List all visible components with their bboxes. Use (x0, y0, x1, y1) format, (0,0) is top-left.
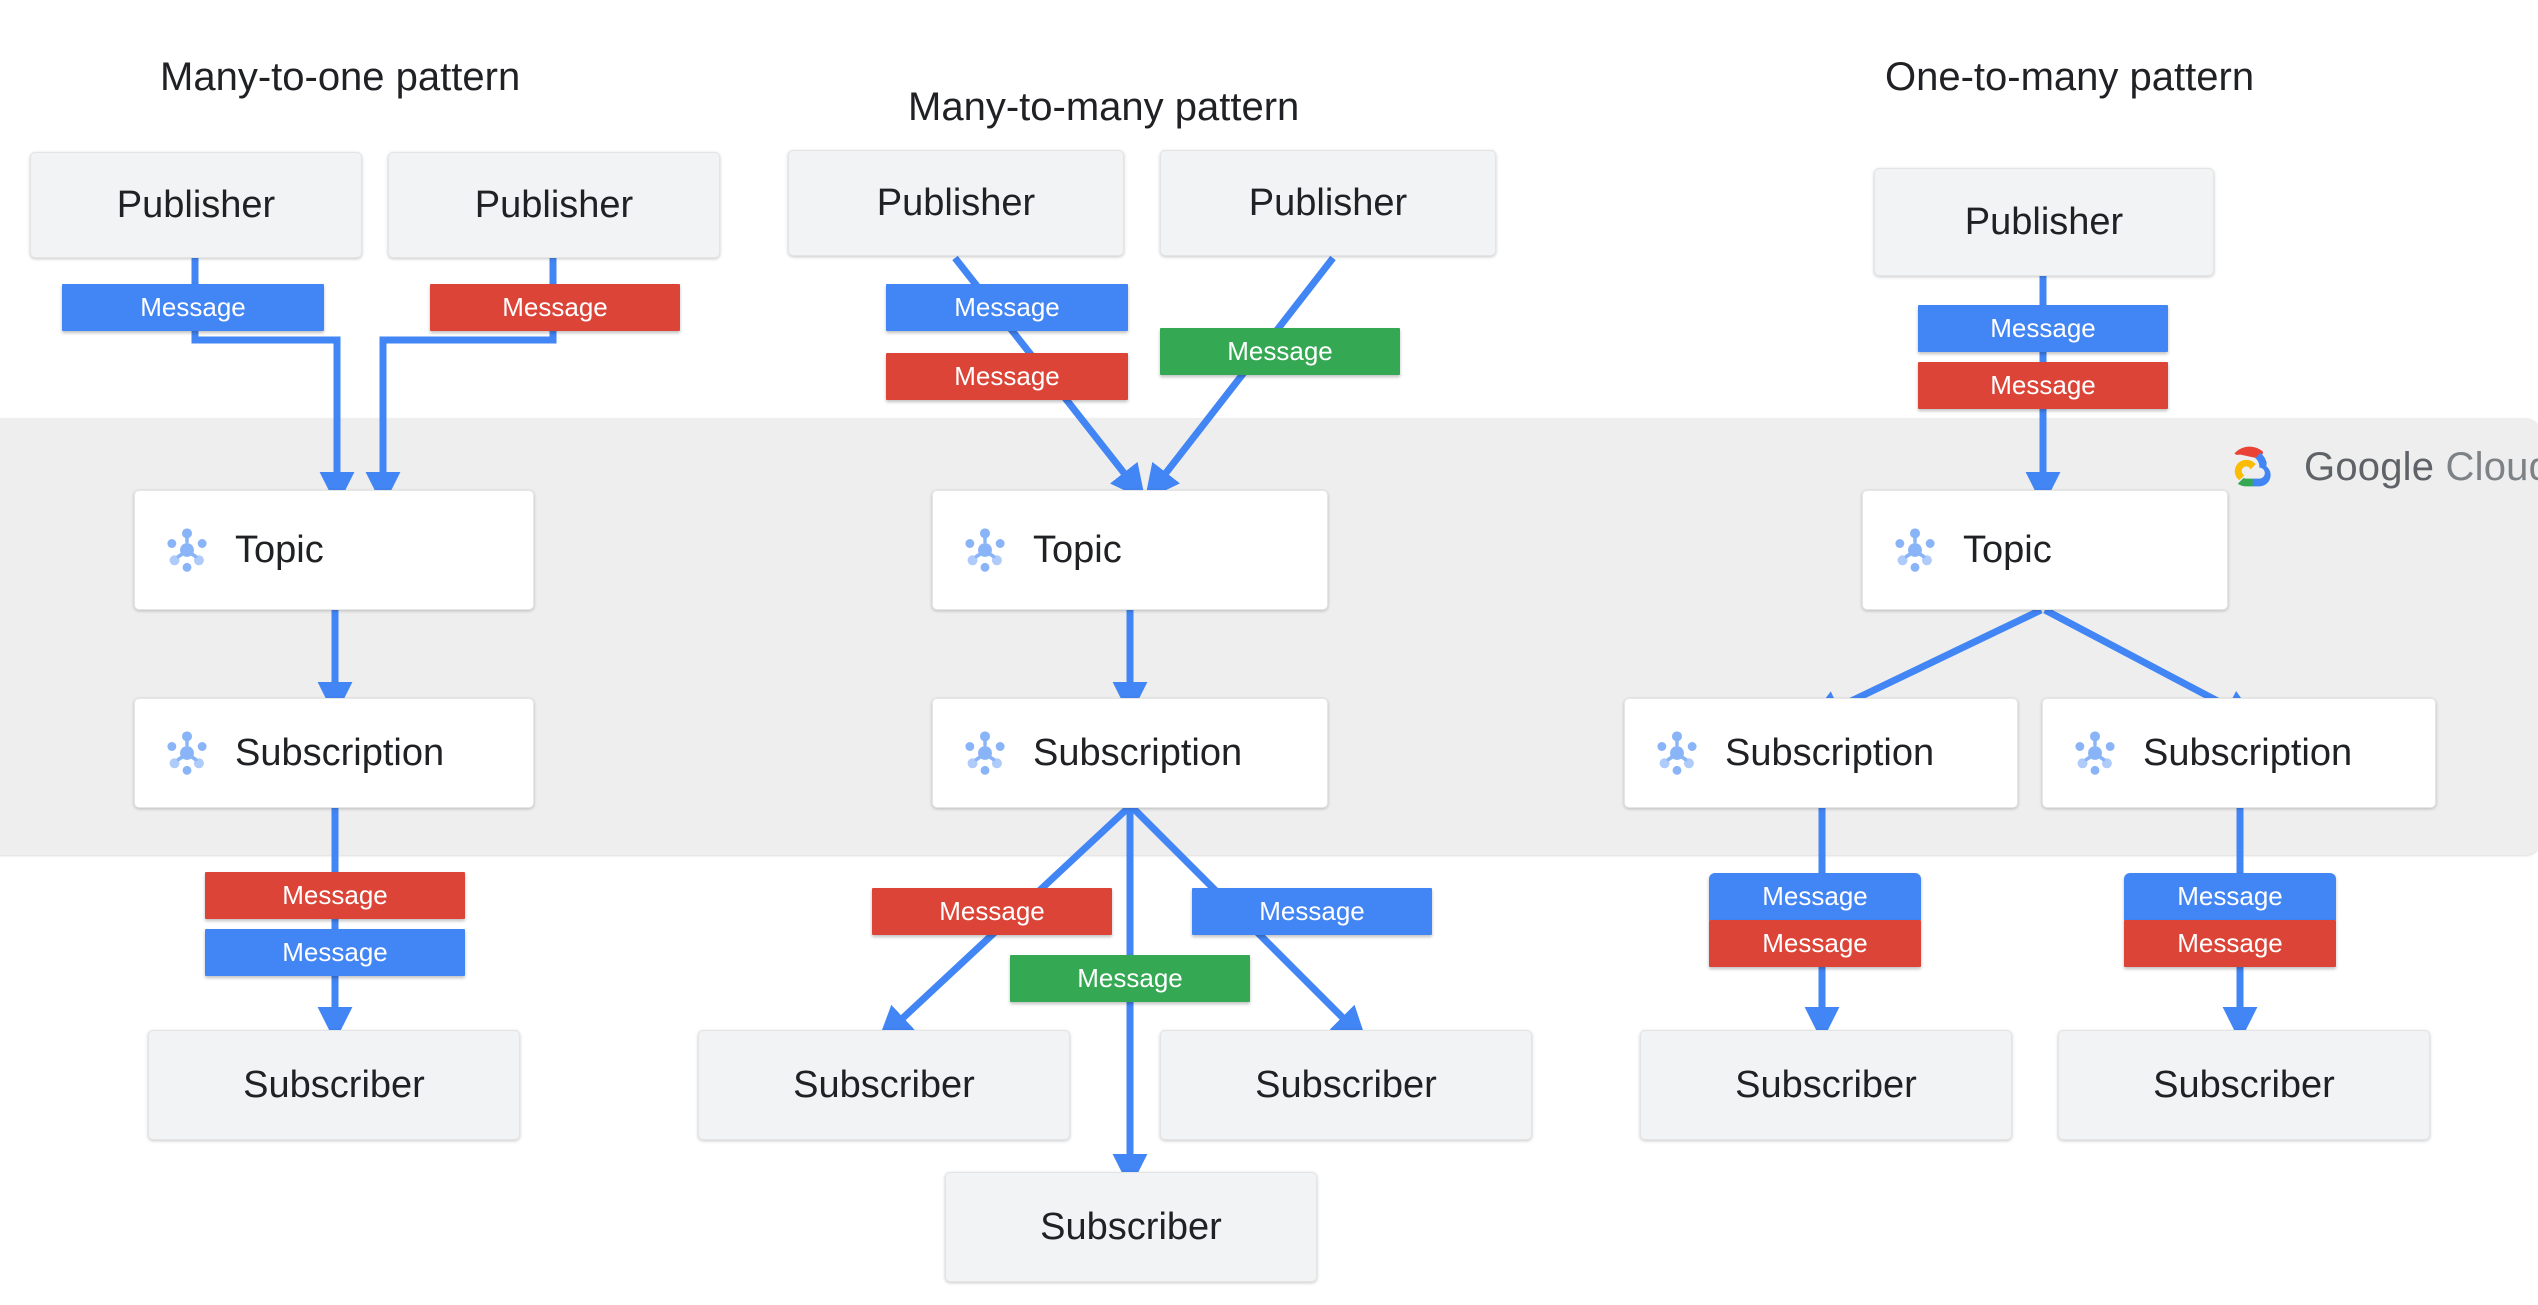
subscriber-label: Subscriber (1040, 1205, 1222, 1248)
subscription-box[interactable]: Subscription (1624, 698, 2018, 808)
pubsub-topic-icon (965, 528, 1005, 572)
publisher-box[interactable]: Publisher (388, 152, 720, 258)
message-label: Message (1077, 963, 1183, 993)
message-label: Message (1990, 370, 2096, 400)
message-chip[interactable]: Message (62, 284, 324, 331)
message-chip[interactable]: Message (1010, 955, 1250, 1002)
message-label: Message (1990, 313, 2096, 343)
message-chip[interactable]: Message (2124, 873, 2336, 920)
subscriber-label: Subscriber (243, 1063, 425, 1106)
google-word: Google (2304, 444, 2435, 489)
subscriber-box[interactable]: Subscriber (2058, 1030, 2430, 1140)
google-cloud-wordmark: Google Cloud (2304, 445, 2538, 490)
message-chip[interactable]: Message (872, 888, 1112, 935)
publisher-label: Publisher (1248, 181, 1408, 224)
message-chip[interactable]: Message (430, 284, 680, 331)
message-label: Message (140, 292, 246, 322)
subscriber-label: Subscriber (1735, 1063, 1917, 1106)
subscription-label: Subscription (2143, 732, 2353, 774)
topic-label: Topic (1033, 529, 1122, 571)
message-chip[interactable]: Message (1918, 362, 2168, 409)
message-label: Message (1259, 896, 1365, 926)
message-label: Message (2177, 881, 2283, 911)
pubsub-subscription-icon (1657, 731, 1697, 775)
message-chip[interactable]: Message (886, 284, 1128, 331)
topic-box[interactable]: Topic (932, 490, 1328, 610)
subscriber-label: Subscriber (1255, 1063, 1437, 1106)
subscriber-box[interactable]: Subscriber (1160, 1030, 1532, 1140)
message-label: Message (939, 896, 1045, 926)
column-title-one-to-many: One-to-many pattern (1885, 55, 2255, 99)
column-title-many-to-one: Many-to-one pattern (160, 55, 521, 99)
publisher-label: Publisher (1964, 200, 2124, 243)
cloud-word: Cloud (2445, 444, 2538, 489)
subscriber-box[interactable]: Subscriber (148, 1030, 520, 1140)
message-chip[interactable]: Message (1918, 305, 2168, 352)
message-label: Message (2177, 928, 2283, 958)
publisher-label: Publisher (876, 181, 1036, 224)
topic-label: Topic (235, 529, 324, 571)
subscription-box[interactable]: Subscription (2042, 698, 2436, 808)
message-chip[interactable]: Message (2124, 920, 2336, 967)
topic-box[interactable]: Topic (134, 490, 534, 610)
subscriber-box[interactable]: Subscriber (698, 1030, 1070, 1140)
subscription-label: Subscription (1725, 732, 1935, 774)
message-chip[interactable]: Message (205, 929, 465, 976)
message-label: Message (1762, 928, 1868, 958)
publisher-box[interactable]: Publisher (30, 152, 362, 258)
publisher-label: Publisher (474, 183, 634, 226)
message-label: Message (282, 937, 388, 967)
publisher-box[interactable]: Publisher (1874, 168, 2214, 276)
message-label: Message (1227, 336, 1333, 366)
subscription-label: Subscription (1033, 732, 1243, 774)
message-label: Message (954, 361, 1060, 391)
pubsub-subscription-icon (167, 731, 207, 775)
message-label: Message (282, 880, 388, 910)
publisher-box[interactable]: Publisher (788, 150, 1124, 256)
message-chip[interactable]: Message (886, 353, 1128, 400)
google-cloud-mark-icon (2234, 446, 2271, 487)
topic-label: Topic (1963, 529, 2052, 571)
subscription-box[interactable]: Subscription (134, 698, 534, 808)
message-chip[interactable]: Message (1160, 328, 1400, 375)
subscription-label: Subscription (235, 732, 445, 774)
subscriber-box[interactable]: Subscriber (945, 1172, 1317, 1282)
pubsub-subscription-icon (2075, 731, 2115, 775)
subscription-box[interactable]: Subscription (932, 698, 1328, 808)
google-cloud-logo: Google Cloud (2234, 440, 2538, 494)
pubsub-topic-icon (167, 528, 207, 572)
message-chip[interactable]: Message (1709, 873, 1921, 920)
publisher-label: Publisher (116, 183, 276, 226)
message-chip[interactable]: Message (1192, 888, 1432, 935)
topic-box[interactable]: Topic (1862, 490, 2228, 610)
message-label: Message (1762, 881, 1868, 911)
message-label: Message (502, 292, 608, 322)
pubsub-topic-icon (1895, 528, 1935, 572)
message-label: Message (954, 292, 1060, 322)
subscriber-label: Subscriber (793, 1063, 975, 1106)
subscriber-box[interactable]: Subscriber (1640, 1030, 2012, 1140)
publisher-box[interactable]: Publisher (1160, 150, 1496, 256)
subscriber-label: Subscriber (2153, 1063, 2335, 1106)
message-chip[interactable]: Message (205, 872, 465, 919)
column-title-many-to-many: Many-to-many pattern (908, 85, 1300, 129)
message-chip[interactable]: Message (1709, 920, 1921, 967)
pubsub-subscription-icon (965, 731, 1005, 775)
